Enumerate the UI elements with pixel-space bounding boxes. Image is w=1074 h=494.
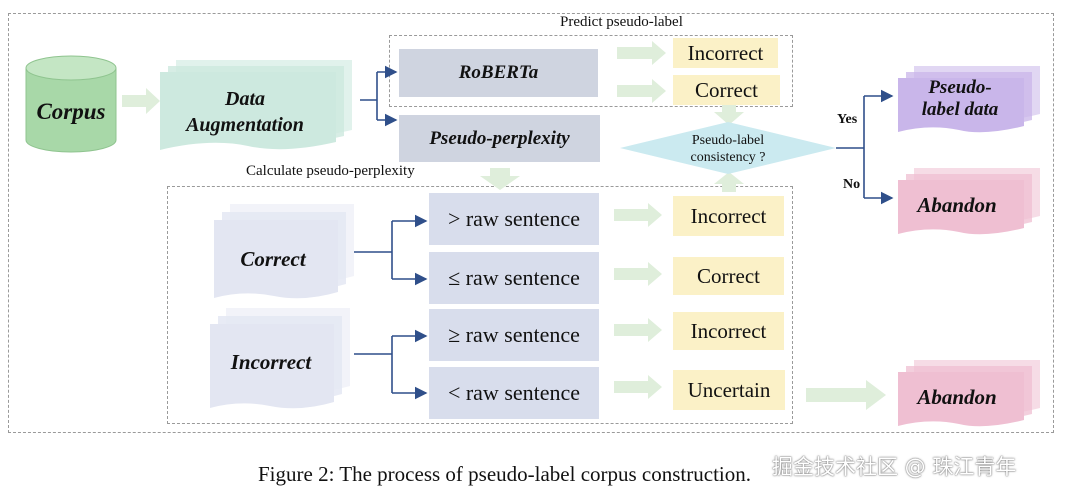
condition-box-1: > raw sentence (429, 193, 599, 245)
yes-label: Yes (837, 112, 858, 127)
pseudo-label-line-2: label data (921, 99, 999, 120)
consistency-diamond-shape (620, 122, 836, 174)
correct-doc-stack-shape (214, 204, 354, 299)
roberta-box: RoBERTa (399, 49, 598, 97)
calc-frame-label: Calculate pseudo-perplexity (246, 163, 415, 179)
result-box-1: Incorrect (673, 196, 784, 236)
block-arrow-row-3 (614, 318, 662, 342)
augmentation-doc-stack-shape (160, 60, 352, 150)
augmentation-label: Data Augmentation (160, 86, 330, 138)
connector-decision (836, 89, 894, 205)
condition-box-2: ≤ raw sentence (429, 252, 599, 304)
pseudo-label-doc-shape (898, 66, 1040, 133)
consistency-label: Pseudo-label consistency ? (660, 132, 796, 166)
condition-box-4: < raw sentence (429, 367, 599, 419)
condition-box-3: ≥ raw sentence (429, 309, 599, 361)
block-arrow-row-4 (614, 375, 662, 399)
block-arrow-row-1 (614, 203, 662, 227)
calc-frame (167, 186, 793, 424)
corpus-cylinder-shape (25, 55, 117, 153)
consistency-line-2: consistency ? (690, 150, 766, 165)
predict-frame-label: Predict pseudo-label (560, 14, 683, 30)
result-box-2: Correct (673, 257, 784, 295)
pseudo-perplexity-box: Pseudo-perplexity (399, 115, 600, 162)
block-arrow-down-predict (714, 104, 744, 125)
block-arrow-up-calc (714, 172, 744, 192)
no-label: No (843, 177, 861, 192)
augmentation-line-2: Augmentation (186, 114, 304, 136)
result-box-3: Incorrect (673, 312, 784, 350)
correct-doc-label: Correct (240, 246, 306, 271)
watermark: 掘金技术社区 @ 珠江青年 (772, 455, 1017, 479)
pseudo-label-data-label: Pseudo- label data (898, 77, 1022, 121)
incorrect-doc-stack-shape (210, 308, 350, 409)
block-arrow-ppl-down (480, 168, 520, 190)
abandon-label-1: Abandon (917, 192, 997, 217)
top-result-incorrect: Incorrect (673, 38, 778, 68)
top-result-correct: Correct (673, 75, 780, 105)
augmentation-line-1: Data (225, 88, 265, 110)
corpus-label: Corpus (36, 99, 106, 124)
connector-correct (354, 214, 428, 286)
abandon-doc-1-shape (898, 168, 1040, 235)
incorrect-doc-label: Incorrect (230, 349, 312, 374)
abandon-doc-2-shape (898, 360, 1040, 427)
connector-aug (360, 65, 398, 127)
pseudo-label-line-1: Pseudo- (928, 77, 992, 98)
block-arrow-uncertain-abandon (806, 380, 886, 410)
outer-frame (8, 13, 1054, 433)
consistency-line-1: Pseudo-label (691, 133, 765, 148)
block-arrow-top-1 (617, 41, 666, 65)
connector-incorrect (354, 329, 428, 400)
abandon-label-2: Abandon (917, 384, 997, 409)
result-box-4: Uncertain (673, 370, 785, 410)
block-arrow-top-2 (617, 79, 666, 103)
block-arrow-row-2 (614, 262, 662, 286)
block-arrow-corpus (122, 88, 160, 114)
figure-caption: Figure 2: The process of pseudo-label co… (258, 462, 751, 486)
